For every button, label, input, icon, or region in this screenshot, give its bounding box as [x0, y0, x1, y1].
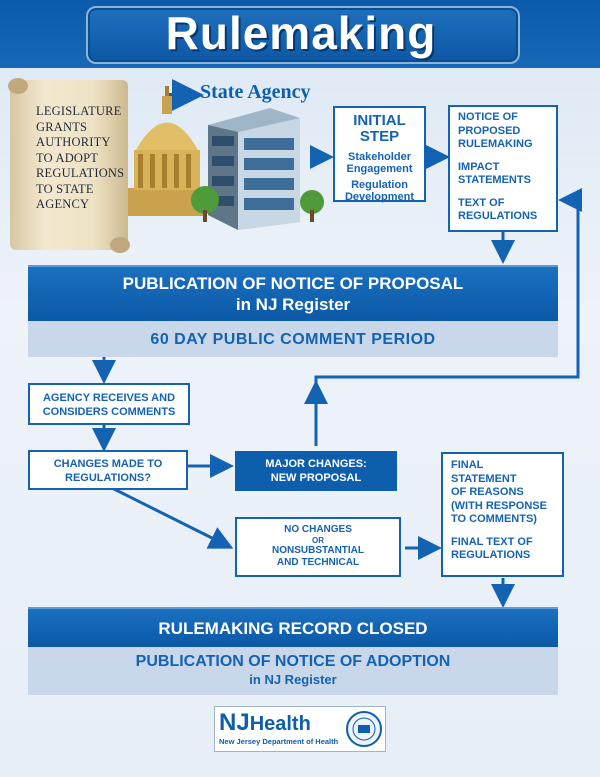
- nj-dept-text: New Jersey Department of Health: [219, 737, 339, 746]
- seal-icon: [346, 711, 382, 747]
- changes-made-box: CHANGES MADE TO REGULATIONS?: [28, 450, 188, 490]
- arrow-changes-to-nochanges: [111, 486, 234, 549]
- initial-step-box: INITIAL STEP Stakeholder Engagement Regu…: [333, 106, 426, 203]
- notice-box: NOTICE OF PROPOSED RULEMAKING IMPACT STA…: [448, 105, 558, 232]
- publication-proposal-band: PUBLICATION OF NOTICE OF PROPOSAL in NJ …: [28, 265, 558, 321]
- legislature-text: LEGISLATURE GRANTS AUTHORITY TO ADOPT RE…: [36, 104, 125, 211]
- state-agency-label: State Agency: [200, 81, 311, 103]
- major-changes-box: MAJOR CHANGES: NEW PROPOSAL: [235, 451, 397, 491]
- nj-health-logo: NJHealth New Jersey Department of Health: [214, 706, 386, 752]
- record-closed-band: RULEMAKING RECORD CLOSED: [28, 607, 558, 647]
- publication-adoption-band: PUBLICATION OF NOTICE OF ADOPTION in NJ …: [28, 647, 558, 695]
- final-box: FINAL STATEMENT OF REASONS (WITH RESPONS…: [441, 452, 564, 577]
- no-changes-box: NO CHANGES OR NONSUBSTANTIAL AND TECHNIC…: [235, 517, 401, 577]
- page-title: Rulemaking: [165, 7, 437, 59]
- agency-receives-box: AGENCY RECEIVES AND CONSIDERS COMMENTS: [28, 383, 190, 425]
- nj-logo-text: NJHealth: [219, 709, 311, 736]
- title-pill: [86, 6, 520, 64]
- legislature-scroll: [10, 80, 128, 250]
- comment-period-band: 60 DAY PUBLIC COMMENT PERIOD: [28, 321, 558, 357]
